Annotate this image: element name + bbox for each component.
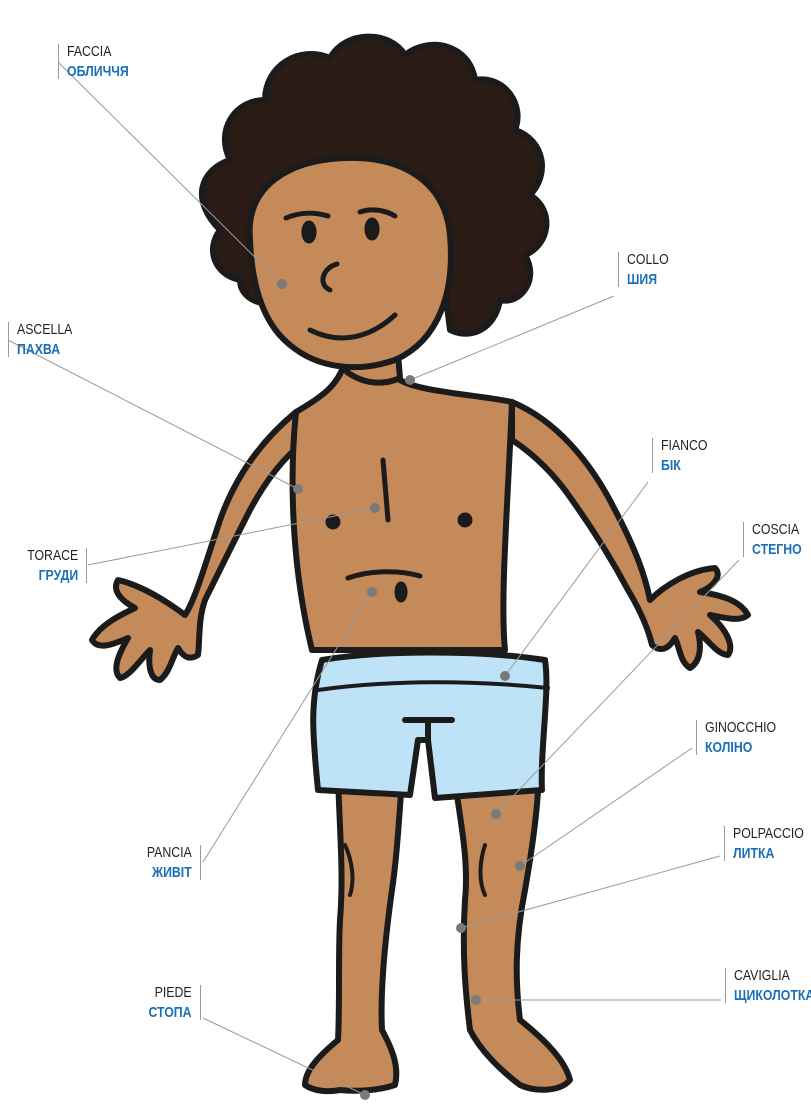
label-chest: TORACE ГРУДИ [16, 548, 87, 583]
label-armpit: ASCELLA ПАХВА [8, 322, 85, 357]
label-ankle: CAVIGLIA ЩИКОЛОТКА [725, 968, 811, 1003]
label-thigh-italian: COSCIA [752, 522, 802, 537]
label-side-ukrainian: БІК [661, 458, 707, 473]
label-neck-ukrainian: ШИЯ [627, 272, 669, 287]
label-neck-italian: COLLO [627, 252, 669, 267]
leader-line-armpit [8, 340, 298, 489]
label-belly-italian: PANCIA [147, 845, 192, 860]
label-side: FIANCO БІК [652, 438, 718, 473]
label-chest-ukrainian: ГРУДИ [27, 568, 78, 583]
label-knee: GINOCCHIO КОЛІНО [696, 720, 792, 755]
leader-line-knee [520, 748, 692, 866]
marker-dot-knee [515, 861, 525, 871]
label-calf: POLPACCIO ЛИТКА [724, 826, 811, 861]
label-chest-italian: TORACE [27, 548, 78, 563]
torso [293, 352, 512, 650]
marker-dot-belly [367, 587, 377, 597]
label-foot-ukrainian: СТОПА [149, 1005, 192, 1020]
label-calf-ukrainian: ЛИТКА [733, 846, 804, 861]
label-side-italian: FIANCO [661, 438, 707, 453]
label-foot: PIEDE СТОПА [139, 985, 201, 1020]
marker-dot-neck [405, 375, 415, 385]
label-armpit-italian: ASCELLA [17, 322, 72, 337]
marker-dot-face [277, 279, 287, 289]
label-armpit-ukrainian: ПАХВА [17, 342, 72, 357]
marker-dot-chest [370, 503, 380, 513]
label-knee-italian: GINOCCHIO [705, 720, 776, 735]
label-ankle-ukrainian: ЩИКОЛОТКА [734, 988, 811, 1003]
marker-dot-calf [456, 923, 466, 933]
marker-dot-ankle [471, 995, 481, 1005]
label-calf-italian: POLPACCIO [733, 826, 804, 841]
label-face: FACCIA ОБЛИЧЧЯ [58, 44, 142, 79]
label-thigh: COSCIA СТЕГНО [743, 522, 811, 557]
left-arm [92, 412, 300, 680]
label-knee-ukrainian: КОЛІНО [705, 740, 776, 755]
label-ankle-italian: CAVIGLIA [734, 968, 811, 983]
label-belly-ukrainian: ЖИВІТ [147, 865, 192, 880]
marker-dot-foot [360, 1090, 370, 1100]
marker-dot-side [500, 671, 510, 681]
label-face-italian: FACCIA [67, 44, 129, 59]
label-belly: PANCIA ЖИВІТ [137, 845, 201, 880]
label-thigh-ukrainian: СТЕГНО [752, 542, 802, 557]
label-neck: COLLO ШИЯ [618, 252, 678, 287]
label-foot-italian: PIEDE [149, 985, 192, 1000]
label-face-ukrainian: ОБЛИЧЧЯ [67, 64, 129, 79]
marker-dot-thigh [491, 809, 501, 819]
child-figure [92, 37, 748, 1092]
marker-dot-armpit [293, 484, 303, 494]
